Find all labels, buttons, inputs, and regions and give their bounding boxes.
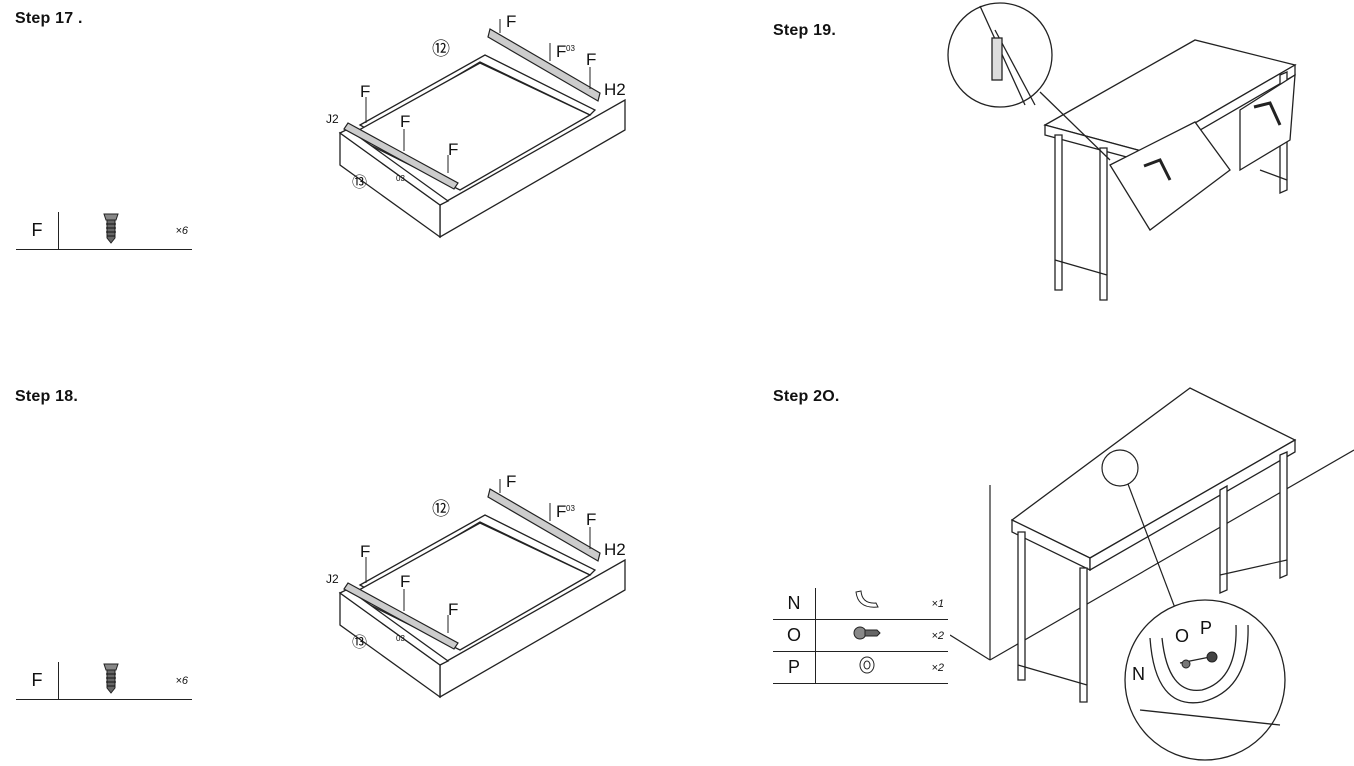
detail-label-o: O (1175, 626, 1189, 646)
parts-table-step18: F ×6 (16, 662, 192, 700)
part-code: O (773, 619, 816, 652)
step-20-title: Step 2O. (773, 388, 840, 405)
label-f: F (556, 502, 566, 521)
screw-icon (816, 620, 919, 652)
part-qty: ×6 (175, 674, 188, 687)
label-f: F (586, 510, 596, 529)
label-f: F (400, 112, 410, 131)
drawer-slide-figure-step18: F F F F F F H2 J2 ⑫ ⑬ 03 03 (326, 472, 626, 699)
part-qty: ×1 (931, 597, 944, 610)
label-panel-13: ⑬ (352, 634, 367, 651)
part-code: F (16, 212, 59, 250)
label-h2: H2 (604, 540, 626, 559)
label-panel-13: ⑬ (352, 174, 367, 191)
label-f: F (448, 600, 458, 619)
detail-label-n: N (1132, 664, 1145, 684)
label-f: F (400, 572, 410, 591)
part-code: P (773, 651, 816, 684)
label-f: F (506, 12, 516, 31)
label-f: F (360, 542, 370, 561)
label-small: 03 (566, 504, 575, 513)
step-18-title: Step 18. (15, 388, 78, 405)
step-19-title: Step 19. (773, 22, 836, 39)
part-qty: ×6 (175, 224, 188, 237)
label-f: F (448, 140, 458, 159)
label-panel-12: ⑫ (432, 39, 450, 59)
label-f: F (586, 50, 596, 69)
washer-icon (816, 652, 919, 684)
part-row: O ×2 (773, 619, 948, 652)
part-code: F (16, 662, 59, 700)
parts-table-step20: N ×1 O ×2 P ×2 (773, 588, 948, 684)
detail-label-p: P (1200, 618, 1212, 638)
label-j2: J2 (326, 112, 339, 126)
part-row: P ×2 (773, 651, 948, 684)
label-f: F (506, 472, 516, 491)
label-panel-12: ⑫ (432, 499, 450, 519)
drawer-slide-figure-step17: F F F F F F H2 J2 ⑫ ⑬ 03 03 (326, 12, 626, 239)
part-qty: ×2 (931, 661, 944, 674)
part-row: F ×6 (16, 662, 192, 700)
parts-table-step17: F ×6 (16, 212, 192, 250)
desk-wall-figure-step20: N O P (950, 387, 1354, 761)
label-small: 03 (396, 634, 405, 643)
label-small: 03 (566, 44, 575, 53)
bracket-icon (816, 588, 919, 620)
label-f: F (556, 42, 566, 61)
label-small: 03 (396, 174, 405, 183)
part-qty: ×2 (931, 629, 944, 642)
screw-icon (59, 212, 163, 250)
label-j2: J2 (326, 572, 339, 586)
label-h2: H2 (604, 80, 626, 99)
part-row: N ×1 (773, 588, 948, 620)
screw-icon (59, 662, 163, 700)
part-row: F ×6 (16, 212, 192, 250)
part-code: N (773, 588, 816, 620)
label-f: F (360, 82, 370, 101)
desk-drawers-figure-step19 (947, 2, 1297, 301)
step-17-title: Step 17 . (15, 10, 83, 27)
